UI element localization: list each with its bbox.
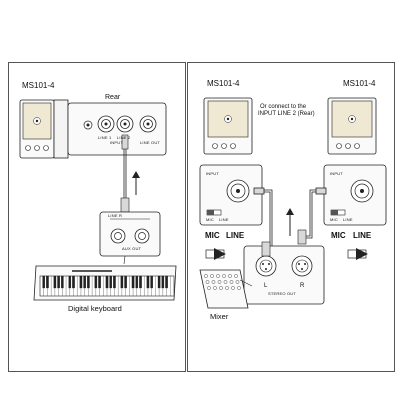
mic-big-right: MIC bbox=[331, 231, 346, 240]
speaker-rear-panel bbox=[53, 99, 167, 159]
jack-line2-label: LINE 2 bbox=[117, 135, 131, 140]
input-panel-right bbox=[323, 164, 387, 226]
speaker-right bbox=[327, 97, 377, 155]
input-panel-left bbox=[199, 164, 263, 226]
keyboard-rear-panel bbox=[99, 211, 161, 265]
line-big-left: LINE bbox=[226, 231, 245, 240]
jack-line1-label: LINE 1 bbox=[98, 135, 112, 140]
note-line-2: INPUT LINE 2 (Rear) bbox=[258, 111, 315, 117]
cable-keyboard-to-speaker bbox=[120, 134, 130, 213]
aux-out-label: AUX OUT bbox=[122, 246, 142, 251]
switch-arrow-left bbox=[205, 248, 226, 260]
mixer-stereo-out-panel bbox=[243, 229, 325, 305]
line-switch-label: LINE R bbox=[108, 213, 123, 218]
note-line-1: Or connect to the bbox=[260, 104, 307, 110]
input-right-label: INPUT bbox=[330, 171, 343, 176]
cable-right-channel bbox=[306, 187, 327, 239]
digital-keyboard bbox=[33, 265, 177, 301]
stereo-out-r-label: R bbox=[300, 283, 305, 289]
signal-arrow-up-left bbox=[132, 171, 140, 195]
line-small-left: LINE bbox=[219, 217, 229, 222]
speaker-right-model-label: MS101-4 bbox=[343, 79, 376, 88]
line-big-right: LINE bbox=[353, 231, 372, 240]
input-left-label: INPUT bbox=[206, 171, 219, 176]
input-label: INPUT bbox=[110, 140, 123, 145]
mic-big-left: MIC bbox=[205, 231, 220, 240]
keyboard-label: Digital keyboard bbox=[68, 304, 122, 313]
stereo-out-l-label: L bbox=[264, 283, 268, 289]
mic-small-right: MIC bbox=[330, 217, 338, 222]
speaker-front-left bbox=[19, 99, 55, 159]
speaker-left bbox=[203, 97, 253, 155]
line-out-label: LINE OUT bbox=[140, 140, 161, 145]
signal-arrow-up-right bbox=[286, 208, 294, 236]
switch-arrow-right bbox=[347, 248, 368, 260]
speaker-model-label: MS101-4 bbox=[22, 81, 55, 90]
stereo-out-label: STEREO OUT bbox=[268, 291, 297, 296]
speaker-left-model-label: MS101-4 bbox=[207, 79, 240, 88]
mic-small-left: MIC bbox=[206, 217, 214, 222]
line-small-right: LINE bbox=[343, 217, 353, 222]
rear-label: Rear bbox=[105, 94, 121, 101]
mixer bbox=[199, 269, 253, 309]
mixer-label: Mixer bbox=[210, 312, 229, 321]
